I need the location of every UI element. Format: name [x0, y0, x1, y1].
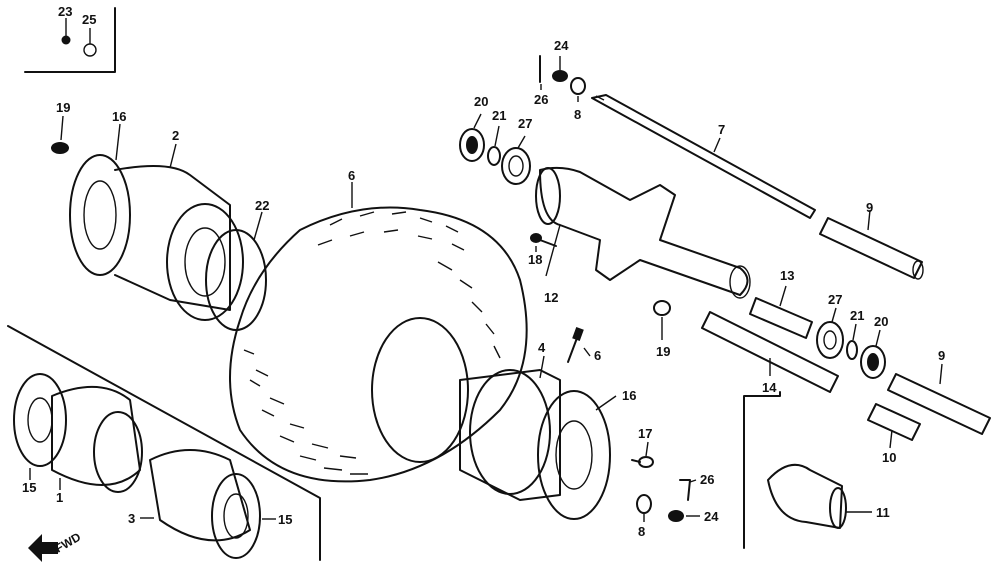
callout-22: 22 — [255, 198, 269, 213]
bearing-set-upper — [459, 113, 531, 185]
callout-18: 18 — [528, 252, 542, 267]
nut-23-icon — [61, 35, 71, 45]
callout-20: 20 — [874, 314, 888, 329]
callout-2: 2 — [172, 128, 179, 143]
callout-26: 26 — [534, 92, 548, 107]
callout-24: 24 — [704, 509, 719, 524]
callout-9: 9 — [938, 348, 945, 363]
callout-7: 7 — [718, 122, 725, 137]
inset-box-hub — [743, 391, 872, 549]
washer-25-icon — [83, 43, 97, 57]
wheel-rim-upper-left — [69, 123, 267, 331]
inset-box-nut-washer — [24, 7, 116, 73]
callout-15: 15 — [278, 512, 292, 527]
callout-21: 21 — [492, 108, 506, 123]
callout-6-tire: 6 — [348, 168, 355, 183]
callout-12: 12 — [544, 290, 558, 305]
callout-13: 13 — [780, 268, 794, 283]
axle-sleeve-upper — [819, 209, 924, 280]
axle-sleeves-lower — [867, 363, 991, 449]
housing-bolt — [530, 233, 557, 252]
callout-8: 8 — [574, 107, 581, 122]
callout-16: 16 — [622, 388, 636, 403]
callout-14: 14 — [762, 380, 777, 395]
callout-15: 15 — [22, 480, 36, 495]
callout-17: 17 — [638, 426, 652, 441]
lug-nut-19 — [51, 115, 69, 154]
callout-11: 11 — [876, 505, 890, 520]
callout-3: 3 — [128, 511, 135, 526]
callout-21: 21 — [850, 308, 864, 323]
fwd-direction-label: FWD — [53, 530, 84, 556]
callout-4: 4 — [538, 340, 546, 355]
callout-24: 24 — [554, 38, 569, 53]
callout-20: 20 — [474, 94, 488, 109]
wheel-rim-lower-right — [459, 355, 617, 520]
callout-19: 19 — [56, 100, 70, 115]
callout-6-valve: 6 — [594, 348, 601, 363]
callout-labels: 23 25 19 16 2 22 6 20 21 27 24 26 8 7 9 … — [22, 4, 945, 556]
callout-16: 16 — [112, 109, 126, 124]
lug-nut-19-center — [653, 300, 671, 340]
callout-27: 27 — [828, 292, 842, 307]
axle-housing — [535, 166, 751, 299]
callout-8: 8 — [638, 524, 645, 539]
callout-27: 27 — [518, 116, 532, 131]
axle-shaft — [591, 94, 816, 219]
callout-25: 25 — [82, 12, 96, 27]
callout-9: 9 — [866, 200, 873, 215]
callout-23: 23 — [58, 4, 72, 19]
axle-sleeves-middle — [701, 285, 839, 393]
front-wheel-assembly-box — [7, 325, 321, 562]
callout-19: 19 — [656, 344, 670, 359]
callout-1: 1 — [56, 490, 63, 505]
valve-stem — [567, 326, 591, 363]
small-fasteners-lower — [631, 441, 700, 522]
callout-10: 10 — [882, 450, 896, 465]
knobby-tire — [229, 182, 528, 483]
small-fasteners-upper — [539, 55, 586, 102]
callout-26: 26 — [700, 472, 714, 487]
bearing-set-lower — [816, 307, 886, 379]
